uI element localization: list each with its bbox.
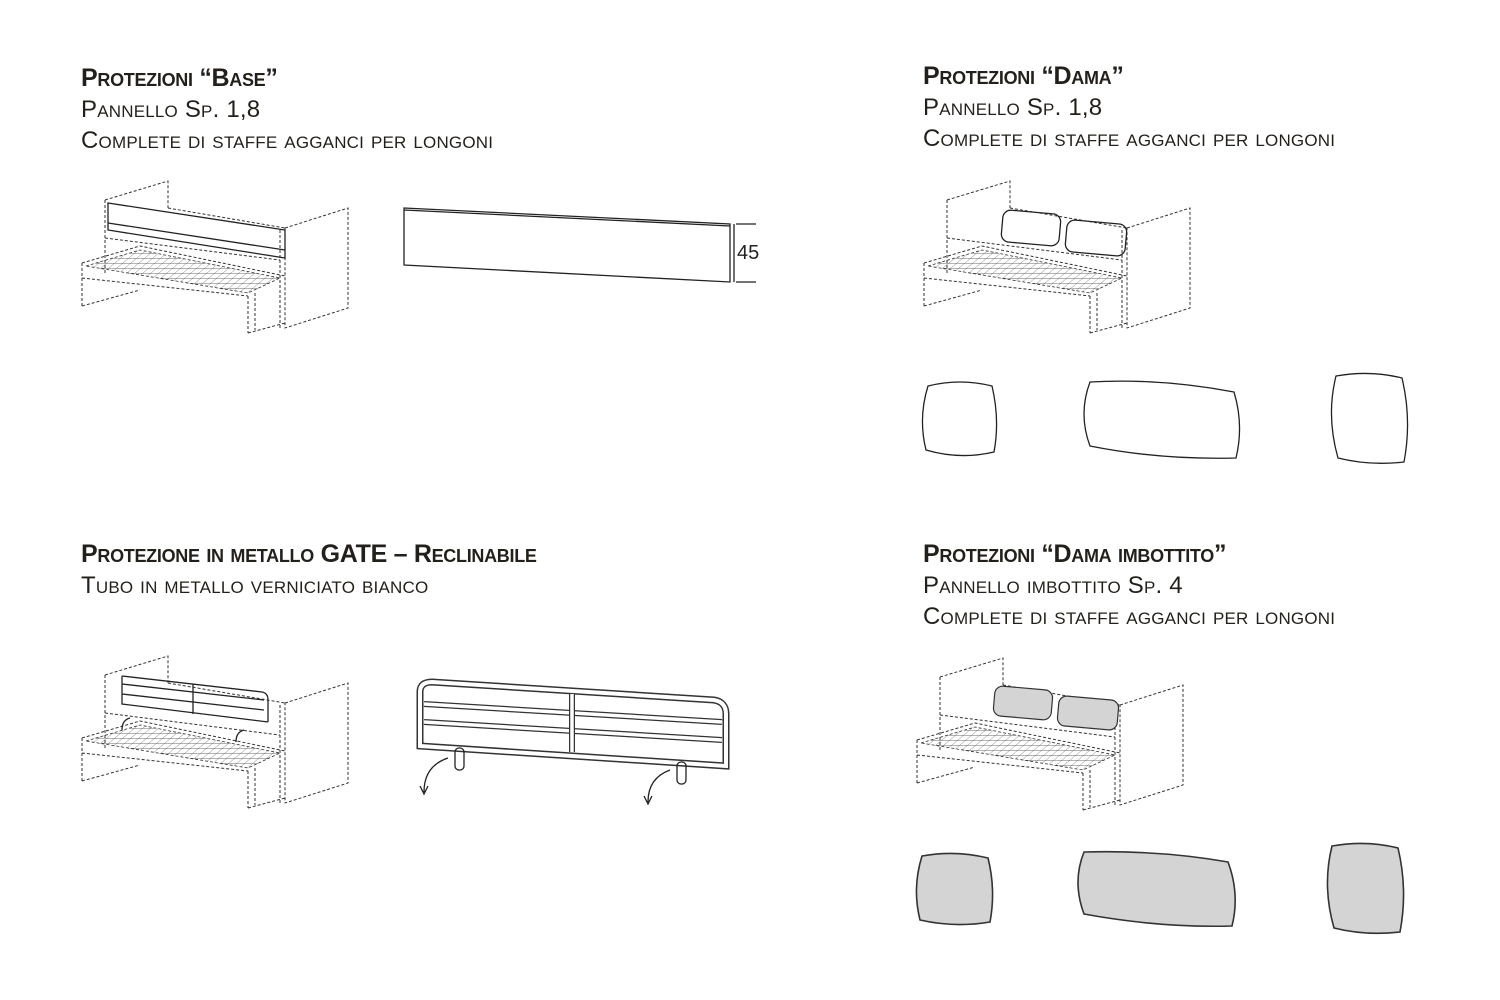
section-line: Complete di staffe agganci per longoni [923,125,1336,152]
bed-with-dama-panels-illustration [923,180,1191,334]
section-line: Pannello Sp. 1,8 [923,94,1103,121]
bed-with-padded-panels-illustration [916,657,1184,811]
section-title: Protezione in metallo GATE – Reclinabile [81,540,537,568]
gate-rail-illustration [416,678,730,806]
section-title: Protezioni “Base” [81,64,278,92]
section-line: Complete di staffe agganci per longoni [923,603,1336,630]
section-title: Protezioni “Dama” [923,62,1124,90]
section-title: Protezioni “Dama imbottito” [923,540,1227,568]
section-line: Pannello imbottito Sp. 4 [923,572,1183,599]
section-dama-text: Protezioni “Dama” Pannello Sp. 1,8 Compl… [923,60,1335,154]
section-line: Pannello Sp. 1,8 [81,96,261,123]
section-line: Complete di staffe agganci per longoni [81,127,494,154]
padded-panels-illustration [915,842,1405,935]
bed-with-gate-illustration [81,655,349,809]
bed-with-base-panel-illustration [81,180,349,334]
section-dama-imbottito-text: Protezioni “Dama imbottito” Pannello imb… [923,538,1335,632]
dama-panels-illustration [921,372,1409,464]
section-gate-text: Protezione in metallo GATE – Reclinabile… [81,538,537,601]
base-panel-illustration: 45 [403,207,759,283]
section-base-text: Protezioni “Base” Pannello Sp. 1,8 Compl… [81,62,493,156]
section-line: Tubo in metallo verniciato bianco [81,572,429,599]
panel-height-label: 45 [737,242,759,264]
